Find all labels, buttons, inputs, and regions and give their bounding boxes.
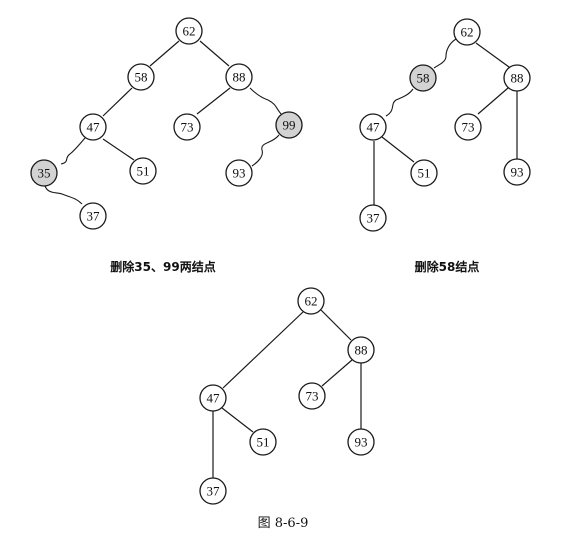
node-37: 37 bbox=[199, 477, 227, 505]
svg-text:37: 37 bbox=[207, 484, 221, 499]
edge-88-73 bbox=[321, 359, 353, 387]
node-51: 51 bbox=[129, 157, 157, 185]
panel-c-tree: 62 88 47 73 51 93 37 图 8-6-9 bbox=[199, 287, 375, 531]
node-62: 62 bbox=[175, 17, 203, 45]
edge-88-73 bbox=[477, 87, 509, 115]
svg-text:93: 93 bbox=[355, 435, 368, 450]
node-88: 88 bbox=[503, 64, 531, 92]
node-58-deleted: 58 bbox=[409, 64, 437, 92]
node-93: 93 bbox=[347, 428, 375, 456]
svg-text:88: 88 bbox=[355, 343, 368, 358]
cut-58-47 bbox=[385, 88, 414, 117]
node-73: 73 bbox=[298, 382, 326, 410]
cut-99-93 bbox=[251, 134, 280, 167]
svg-text:47: 47 bbox=[367, 120, 381, 135]
edge-58-47 bbox=[102, 87, 133, 117]
svg-text:73: 73 bbox=[462, 120, 475, 135]
node-62: 62 bbox=[453, 18, 481, 46]
node-47: 47 bbox=[199, 384, 227, 412]
svg-text:73: 73 bbox=[181, 120, 194, 135]
node-47: 47 bbox=[79, 113, 107, 141]
panel-b-caption: 删除58结点 bbox=[415, 259, 480, 274]
svg-text:37: 37 bbox=[367, 211, 381, 226]
node-58: 58 bbox=[127, 63, 155, 91]
svg-text:88: 88 bbox=[233, 70, 246, 85]
node-51: 51 bbox=[410, 159, 438, 187]
node-93: 93 bbox=[503, 158, 531, 186]
svg-text:93: 93 bbox=[511, 165, 524, 180]
node-62: 62 bbox=[297, 287, 325, 315]
node-51: 51 bbox=[249, 428, 277, 456]
cut-35-37 bbox=[44, 185, 83, 205]
node-35-deleted: 35 bbox=[30, 159, 58, 187]
edge-47-51 bbox=[102, 138, 135, 161]
node-37: 37 bbox=[79, 202, 107, 230]
svg-text:58: 58 bbox=[417, 71, 430, 86]
node-88: 88 bbox=[347, 336, 375, 364]
edge-62-88 bbox=[320, 309, 352, 341]
svg-text:51: 51 bbox=[137, 164, 150, 179]
panel-a-caption: 删除35、99两结点 bbox=[110, 259, 215, 274]
svg-text:93: 93 bbox=[233, 166, 246, 181]
node-37: 37 bbox=[359, 204, 387, 232]
svg-text:62: 62 bbox=[183, 24, 196, 39]
edge-62-88 bbox=[475, 42, 510, 68]
svg-text:58: 58 bbox=[135, 70, 148, 85]
node-88: 88 bbox=[225, 63, 253, 91]
svg-text:99: 99 bbox=[283, 118, 296, 133]
svg-text:88: 88 bbox=[511, 71, 524, 86]
panel-a-tree: 62 58 88 47 73 99 35 51 93 37 删除35、99两结点 bbox=[30, 17, 303, 274]
edge-88-73 bbox=[196, 87, 231, 115]
edge-62-47 bbox=[222, 311, 304, 389]
cut-47-35 bbox=[60, 137, 86, 165]
svg-text:51: 51 bbox=[418, 166, 431, 181]
figure-caption: 图 8-6-9 bbox=[258, 516, 309, 531]
node-73: 73 bbox=[454, 113, 482, 141]
svg-text:62: 62 bbox=[305, 294, 318, 309]
svg-text:73: 73 bbox=[306, 389, 319, 404]
edge-62-58 bbox=[149, 40, 180, 67]
node-47: 47 bbox=[359, 113, 387, 141]
svg-text:47: 47 bbox=[207, 391, 221, 406]
panel-b-tree: 62 58 88 47 73 51 93 37 删除58结点 bbox=[359, 18, 531, 274]
svg-text:47: 47 bbox=[87, 120, 101, 135]
svg-text:62: 62 bbox=[461, 25, 474, 40]
edge-62-88 bbox=[199, 40, 230, 67]
node-99-deleted: 99 bbox=[275, 111, 303, 139]
node-73: 73 bbox=[173, 113, 201, 141]
cut-88-99 bbox=[249, 87, 282, 115]
svg-text:37: 37 bbox=[87, 209, 101, 224]
node-93: 93 bbox=[225, 159, 253, 187]
svg-text:35: 35 bbox=[38, 166, 51, 181]
edge-47-51 bbox=[381, 136, 415, 163]
edge-47-51 bbox=[221, 407, 254, 433]
svg-text:51: 51 bbox=[257, 435, 270, 450]
cut-62-58 bbox=[433, 38, 457, 69]
